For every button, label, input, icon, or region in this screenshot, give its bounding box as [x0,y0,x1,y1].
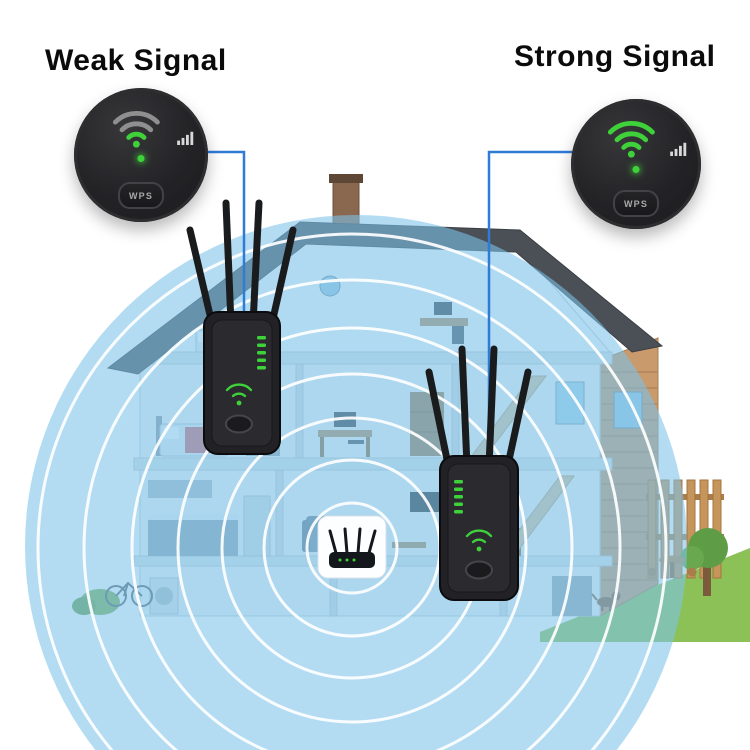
router-led [338,558,342,562]
chimney-cap [329,174,363,183]
strong-signal-label: Strong Signal [514,40,716,73]
status-led [632,166,640,173]
router-icon [329,552,375,568]
wifi-arcs-icon [225,383,253,406]
wps-button [465,560,493,580]
signal-bars-icon [177,131,194,145]
router-card [317,515,387,579]
router [317,515,387,579]
repeater-strong [425,345,532,601]
signal-rings [36,232,668,750]
router-led [345,558,349,562]
router-antennas [328,527,377,555]
strong-device-closeup: WPS [571,99,701,229]
repeater-face [447,463,511,593]
wps-button [225,414,253,434]
wifi-arcs-icon [465,529,493,552]
connector-line-weak [208,150,246,380]
wps-button: WPS [118,182,164,209]
wifi-arcs-icon [607,121,655,158]
tree-trunk [703,566,711,596]
stool [687,567,697,577]
wps-button: WPS [613,190,659,217]
wifi-arcs-icon [112,111,160,148]
led-column [454,480,463,514]
weak-signal-label: Weak Signal [45,44,227,77]
repeater-weak [186,199,297,455]
signal-bars-icon [670,142,687,156]
weak-device-closeup: WPS [74,88,208,222]
led-column [257,336,266,370]
repeater-face [211,319,273,447]
status-led [137,155,145,162]
router-led [352,558,356,562]
